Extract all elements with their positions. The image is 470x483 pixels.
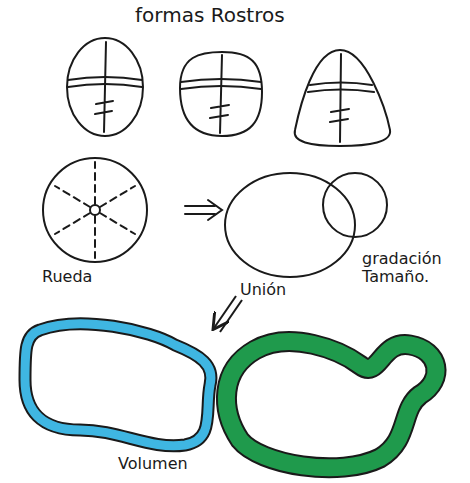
union-small bbox=[323, 173, 387, 237]
wheel-circle bbox=[43, 158, 147, 262]
center-guide bbox=[330, 54, 349, 142]
sketch-title: formas Rostros bbox=[135, 4, 285, 27]
wheel-hub bbox=[90, 205, 100, 215]
wheel bbox=[43, 158, 147, 262]
double-arrow bbox=[185, 200, 222, 220]
note-label: gradación Tamaño. bbox=[362, 250, 464, 287]
volume-green bbox=[226, 342, 436, 468]
wheel-spokes bbox=[55, 162, 135, 258]
oval-face bbox=[67, 38, 143, 136]
double-arrow-shape bbox=[185, 200, 222, 220]
blob-outline bbox=[25, 324, 211, 446]
volume-blue bbox=[25, 324, 211, 446]
center-guide bbox=[95, 42, 113, 132]
round-face bbox=[180, 52, 262, 136]
egg-face bbox=[295, 50, 390, 146]
shape-label: Unión bbox=[240, 281, 286, 299]
face-shapes bbox=[67, 38, 390, 146]
shape-label: Volumen bbox=[118, 455, 188, 473]
shape-label: Rueda bbox=[42, 268, 92, 286]
center-guide bbox=[210, 55, 229, 133]
pointer-arrow bbox=[220, 300, 242, 332]
pear-band bbox=[226, 342, 436, 468]
union-large bbox=[225, 173, 355, 277]
blob-band bbox=[25, 324, 211, 446]
pear-outline bbox=[226, 342, 436, 468]
